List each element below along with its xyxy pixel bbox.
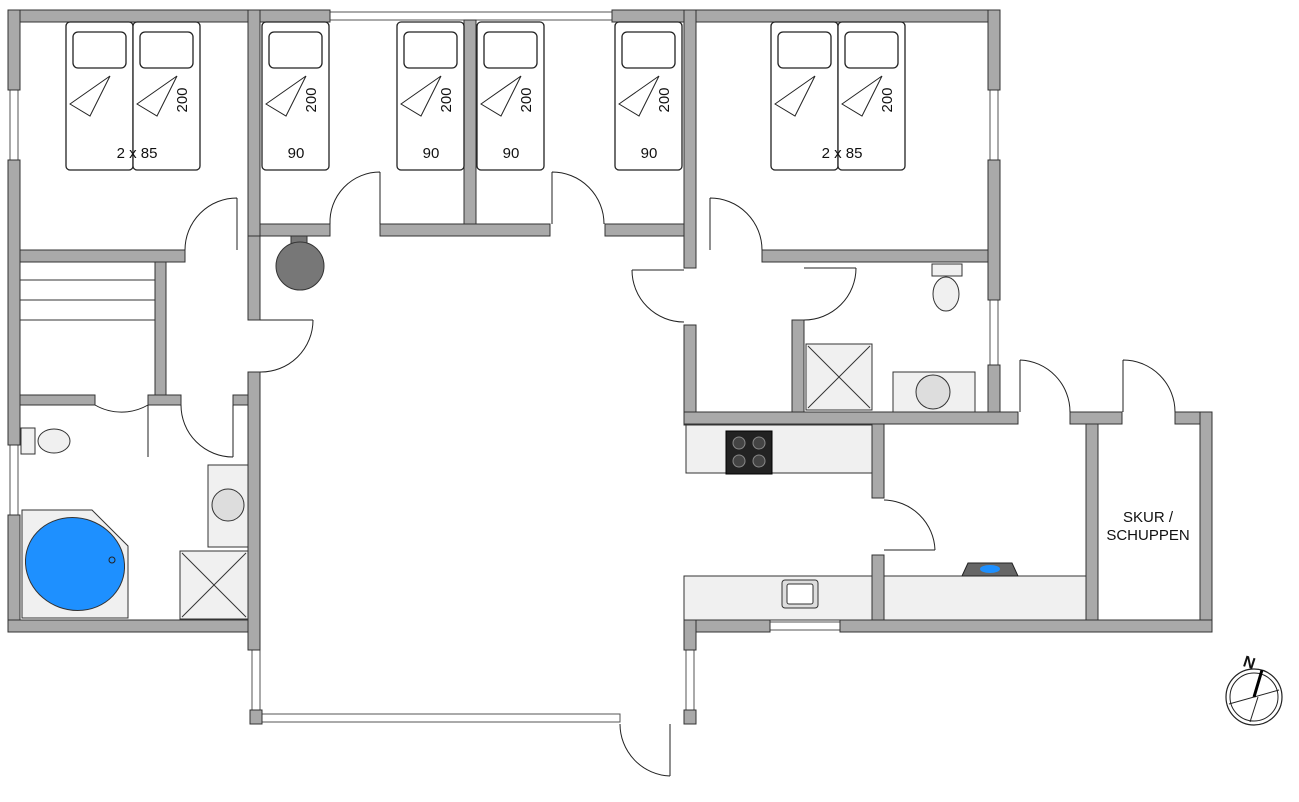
bed-width-label: 90 <box>503 145 520 162</box>
bathroom-left <box>20 427 249 620</box>
bed-length-label: 200 <box>518 87 535 112</box>
shower-icon <box>179 550 249 620</box>
bed-length-label: 200 <box>879 87 896 112</box>
stove-icon <box>725 430 773 475</box>
grill-icon <box>961 562 1019 577</box>
bed-single-room2: 90 200 <box>261 21 330 171</box>
bed-double-room1: 2 x 85 200 <box>65 21 201 171</box>
shed-label: SKUR / SCHUPPEN <box>1106 509 1189 544</box>
shed-label-line1: SKUR / <box>1123 509 1174 526</box>
bed-single-room3b: 90 200 <box>476 21 545 171</box>
bathtub-icon <box>21 509 129 619</box>
bed-width-label: 90 <box>641 145 658 162</box>
toilet-icon <box>20 427 71 455</box>
toilet-icon <box>931 263 963 312</box>
bed-width-label: 2 x 85 <box>822 145 863 162</box>
shower-icon <box>805 343 873 411</box>
kitchen <box>683 424 1087 621</box>
doors <box>94 171 1176 777</box>
bed-width-label: 90 <box>288 145 305 162</box>
bed-single-room3a: 90 200 <box>396 21 465 171</box>
compass-icon: N <box>1225 653 1283 726</box>
sink-icon <box>207 464 249 548</box>
bed-length-label: 200 <box>303 87 320 112</box>
bed-length-label: 200 <box>438 87 455 112</box>
bed-length-label: 200 <box>656 87 673 112</box>
bed-width-label: 2 x 85 <box>117 145 158 162</box>
shed-label-line2: SCHUPPEN <box>1106 527 1189 544</box>
bathroom-right <box>805 263 976 413</box>
bed-width-label: 90 <box>423 145 440 162</box>
fireplace <box>275 235 325 291</box>
kitchen-sink-icon <box>781 579 819 609</box>
north-label: N <box>1241 653 1257 673</box>
sink-icon <box>892 371 976 413</box>
bed-single-room4: 90 200 <box>614 21 683 171</box>
walls <box>7 9 1213 725</box>
staircase <box>20 279 155 321</box>
bed-length-label: 200 <box>174 87 191 112</box>
bed-double-room5: 2 x 85 200 <box>770 21 906 171</box>
